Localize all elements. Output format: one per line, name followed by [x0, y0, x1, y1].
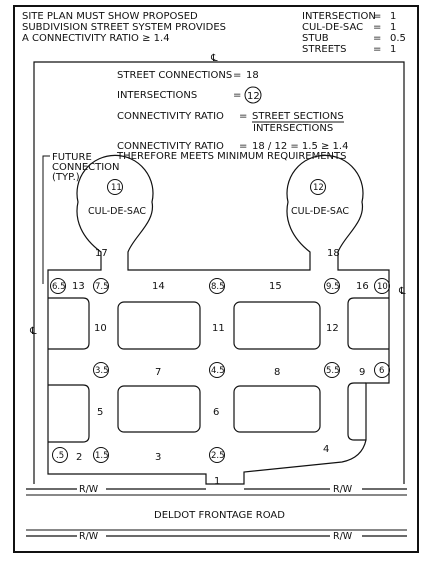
street-14: 14 [152, 281, 165, 292]
marker-0-5: .5 [56, 451, 64, 461]
street-18: 18 [327, 248, 340, 259]
intersections-label: INTERSECTIONS [117, 90, 197, 101]
cul-de-sac-left-label: CUL-DE-SAC [88, 206, 146, 217]
legend: INTERSECTION CUL-DE-SAC STUB STREETS = =… [302, 11, 406, 55]
conclusion: THEREFORE MEETS MINIMUM REQUIREMENTS [116, 151, 347, 162]
legend-stub-value: 0.5 [390, 33, 406, 44]
street-2: 2 [76, 452, 82, 463]
note-line-1: SITE PLAN MUST SHOW PROPOSED [22, 11, 198, 22]
legend-eq: = [373, 11, 381, 22]
ratio-label: CONNECTIVITY RATIO [117, 111, 224, 122]
marker-10: 10 [377, 282, 388, 292]
street-16: 16 [356, 281, 369, 292]
street-5: 5 [97, 407, 103, 418]
marker-6-5: 6.5 [52, 282, 66, 292]
future-line-1: FUTURE [52, 152, 92, 163]
street-9: 9 [359, 367, 365, 378]
calc-eq: = [233, 70, 241, 81]
marker-6: 6 [379, 366, 384, 376]
street-3: 3 [155, 452, 161, 463]
marker-8-5: 8.5 [211, 282, 225, 292]
intersection-markers [50, 179, 390, 463]
legend-eq: = [373, 33, 381, 44]
row-label-top-right: R/W [333, 484, 353, 495]
marker-7-5: 7.5 [95, 282, 109, 292]
marker-12: 12 [313, 183, 324, 193]
row-label-bottom-right: R/W [333, 531, 353, 542]
legend-intersection-value: 1 [390, 11, 396, 22]
legend-culdesac-label: CUL-DE-SAC [302, 22, 363, 33]
note-line-2: SUBDIVISION STREET SYSTEM PROVIDES [22, 22, 226, 33]
road-name: DELDOT FRONTAGE ROAD [154, 510, 285, 521]
property-boundary [33, 61, 405, 484]
legend-eq: = [373, 22, 381, 33]
legend-streets-label: STREETS [302, 44, 347, 55]
lot-blocks [48, 297, 389, 443]
ratio-denominator: INTERSECTIONS [253, 123, 333, 134]
centerline-top-label: ℄ [210, 53, 218, 64]
street-7: 7 [155, 367, 161, 378]
legend-streets-value: 1 [390, 44, 396, 55]
cul-de-sac-right-label: CUL-DE-SAC [291, 206, 349, 217]
street-11: 11 [212, 323, 225, 334]
ratio-numerator: STREET SECTIONS [252, 111, 344, 122]
legend-eq: = [373, 44, 381, 55]
marker-5-5: 5.5 [326, 366, 340, 376]
calc-eq: = [239, 111, 247, 122]
future-connection-note: FUTURE CONNECTION (TYP.) [42, 152, 120, 284]
centerline-right-label: ℄ [398, 286, 406, 297]
street-15: 15 [269, 281, 282, 292]
ratio2-value: 18 / 12 = 1.5 ≥ 1.4 [252, 141, 348, 152]
intersections-value: 12 [247, 91, 260, 102]
row-label-top-left: R/W [79, 484, 99, 495]
street-connections-label: STREET CONNECTIONS [117, 70, 232, 81]
street-10: 10 [94, 323, 107, 334]
marker-2-5: 2.5 [211, 451, 225, 461]
street-1: 1 [214, 476, 220, 487]
legend-culdesac-value: 1 [390, 22, 396, 33]
street-17: 17 [95, 248, 108, 259]
street-connections-value: 18 [246, 70, 259, 81]
centerline-left-label: ℄ [29, 326, 37, 337]
marker-11: 11 [111, 183, 122, 193]
future-line-3: (TYP.) [52, 172, 80, 183]
calc-eq: = [239, 141, 247, 152]
row-label-bottom-left: R/W [79, 531, 99, 542]
marker-9-5: 9.5 [326, 282, 340, 292]
sheet-border [13, 5, 419, 553]
marker-4-5: 4.5 [211, 366, 225, 376]
marker-1-5: 1.5 [95, 451, 109, 461]
legend-intersection-label: INTERSECTION [302, 11, 376, 22]
street-12: 12 [326, 323, 339, 334]
frontage-road: R/W R/W DELDOT FRONTAGE ROAD R/W R/W [26, 484, 407, 542]
street-6: 6 [213, 407, 219, 418]
connectivity-calculation: STREET CONNECTIONS = 18 INTERSECTIONS = … [116, 70, 348, 162]
legend-stub-label: STUB [302, 33, 329, 44]
street-13: 13 [72, 281, 85, 292]
street-8: 8 [274, 367, 280, 378]
requirement-note: SITE PLAN MUST SHOW PROPOSED SUBDIVISION… [22, 11, 226, 44]
ratio2-label: CONNECTIVITY RATIO [117, 141, 224, 152]
street-4: 4 [323, 444, 329, 455]
note-line-3: A CONNECTIVITY RATIO ≥ 1.4 [22, 33, 170, 44]
calc-eq: = [233, 90, 241, 101]
future-line-2: CONNECTION [52, 162, 120, 173]
street-network-outer-edge [47, 154, 390, 485]
marker-3-5: 3.5 [95, 366, 109, 376]
